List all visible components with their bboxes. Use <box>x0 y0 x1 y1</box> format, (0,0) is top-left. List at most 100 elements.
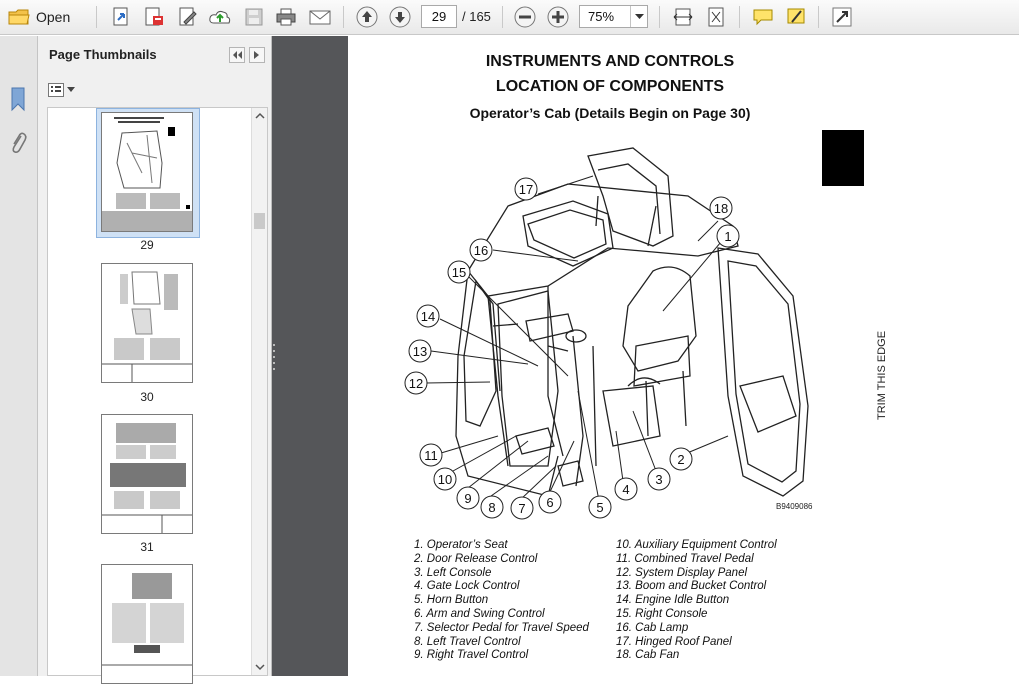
highlighter-icon <box>787 8 805 24</box>
legend-item: 8. Left Travel Control <box>414 635 521 648</box>
toolbar-separator <box>739 6 740 28</box>
legend-item: 4. Gate Lock Control <box>414 580 520 593</box>
legend-item: 12. System Display Panel <box>616 566 748 579</box>
collapse-panel-button[interactable] <box>229 47 245 63</box>
full-screen-button[interactable] <box>829 4 855 30</box>
create-pdf-button[interactable] <box>108 4 134 30</box>
callout-9: 9 <box>456 486 480 510</box>
next-page-button[interactable] <box>387 4 413 30</box>
pencil-doc-icon <box>179 7 197 26</box>
scrollbar-thumb[interactable] <box>254 213 265 229</box>
svg-text:6: 6 <box>546 495 553 510</box>
operator-seat <box>622 266 697 372</box>
svg-text:5: 5 <box>596 500 603 515</box>
thumbnail-page-image <box>102 415 192 533</box>
svg-text:9: 9 <box>464 491 471 506</box>
legend-item: 13. Boom and Bucket Control <box>616 580 767 593</box>
export-pdf-button[interactable] <box>141 4 167 30</box>
cab-components-diagram: 1 2 3 4 5 6 7 8 9 10 11 12 13 14 15 16 1… <box>404 147 809 520</box>
page-total: / 165 <box>462 9 491 24</box>
scroll-down-icon[interactable] <box>252 661 268 673</box>
front-window <box>497 290 559 467</box>
thumbnail-page-30[interactable] <box>101 263 193 383</box>
thumbnail-page-image <box>102 565 192 683</box>
print-button[interactable] <box>273 4 299 30</box>
chevron-down-icon <box>67 87 75 92</box>
panel-title: Page Thumbnails <box>49 47 157 62</box>
scroll-up-icon[interactable] <box>252 110 268 122</box>
thumbnail-page-29[interactable] <box>101 112 193 232</box>
zoom-in-button[interactable] <box>545 4 571 30</box>
callout-16: 16 <box>469 238 493 262</box>
chevron-right-icon <box>254 51 259 59</box>
email-button[interactable] <box>306 4 334 30</box>
callout-6: 6 <box>538 490 562 514</box>
previous-page-button[interactable] <box>354 4 380 30</box>
thumbnail-page-32[interactable] <box>101 564 193 684</box>
save-button[interactable] <box>241 4 267 30</box>
navigation-rail <box>0 36 38 676</box>
legend-item: 16. Cab Lamp <box>616 621 689 634</box>
fit-width-button[interactable] <box>670 4 696 30</box>
svg-text:8: 8 <box>488 500 495 515</box>
paperclip-icon[interactable] <box>8 130 28 161</box>
legend-item: 15. Right Console <box>616 607 708 620</box>
svg-text:18: 18 <box>714 201 728 216</box>
zoom-select[interactable]: 75% <box>579 5 648 28</box>
plus-circle-icon <box>547 6 569 28</box>
page-subtitle: Operator’s Cab (Details Begin on Page 30… <box>469 105 751 121</box>
create-pdf-icon <box>113 7 128 26</box>
figure-code: B9409086 <box>776 502 813 511</box>
callout-10: 10 <box>433 467 457 491</box>
thumbnail-label: 29 <box>140 238 154 252</box>
callout-2: 2 <box>669 447 693 471</box>
legend-item: 10. Auxiliary Equipment Control <box>616 539 777 551</box>
chevron-down-icon[interactable] <box>630 6 647 27</box>
fit-width-icon <box>673 8 693 26</box>
svg-text:2: 2 <box>677 452 684 467</box>
toolbar-separator <box>659 6 660 28</box>
toolbar-separator <box>818 6 819 28</box>
folder-icon <box>8 9 30 25</box>
legend-item: 7. Selector Pedal for Travel Speed <box>414 621 589 634</box>
legend-item: 2. Door Release Control <box>414 552 538 565</box>
toolbar: Open 29 / 165 75% <box>0 0 1019 35</box>
toolbar-separator <box>343 6 344 28</box>
thumbnail-scrollbar[interactable] <box>251 108 267 675</box>
fit-page-button[interactable] <box>703 4 729 30</box>
fill-sign-button[interactable] <box>175 4 201 30</box>
panel-next-button[interactable] <box>249 47 265 63</box>
toolbar-separator <box>96 6 97 28</box>
panel-splitter[interactable] <box>272 340 276 380</box>
thumbnail-options-button[interactable] <box>48 81 75 99</box>
svg-text:11: 11 <box>424 448 438 463</box>
svg-text:13: 13 <box>413 344 427 359</box>
callout-15: 15 <box>447 260 471 284</box>
page-thumbnails-panel: Page Thumbnails 29 <box>38 36 272 684</box>
open-label: Open <box>36 9 71 25</box>
legend-item: 18. Cab Fan <box>616 649 680 662</box>
left-window <box>463 279 497 427</box>
cab-frame <box>467 183 739 297</box>
callout-17: 17 <box>514 177 538 201</box>
upload-button[interactable] <box>207 4 233 30</box>
roof-window <box>522 200 614 267</box>
zoom-out-button[interactable] <box>512 4 538 30</box>
fit-page-icon <box>708 7 724 27</box>
highlight-button[interactable] <box>783 4 809 30</box>
page-title-line1: INSTRUMENTS AND CONTROLS <box>485 53 735 70</box>
thumbnail-page-31[interactable] <box>101 414 193 534</box>
bookmarks-icon[interactable] <box>8 86 28 117</box>
section-tab-marker <box>822 130 864 186</box>
cloud-upload-icon <box>209 10 231 24</box>
comment-button[interactable] <box>750 4 776 30</box>
page-number-input[interactable]: 29 <box>421 5 457 28</box>
callout-markers: 1 2 3 4 5 6 7 8 9 10 11 12 13 14 15 16 1… <box>404 177 740 520</box>
callout-8: 8 <box>480 495 504 519</box>
double-chevron-left-icon <box>233 51 242 59</box>
thumbnail-list[interactable]: 29 30 <box>47 107 268 684</box>
legend-right: 10. Auxiliary Equipment Control 11. Comb… <box>616 539 777 663</box>
open-button[interactable]: Open <box>8 4 82 30</box>
legend-item: 17. Hinged Roof Panel <box>616 635 732 648</box>
callout-11: 11 <box>419 443 443 467</box>
